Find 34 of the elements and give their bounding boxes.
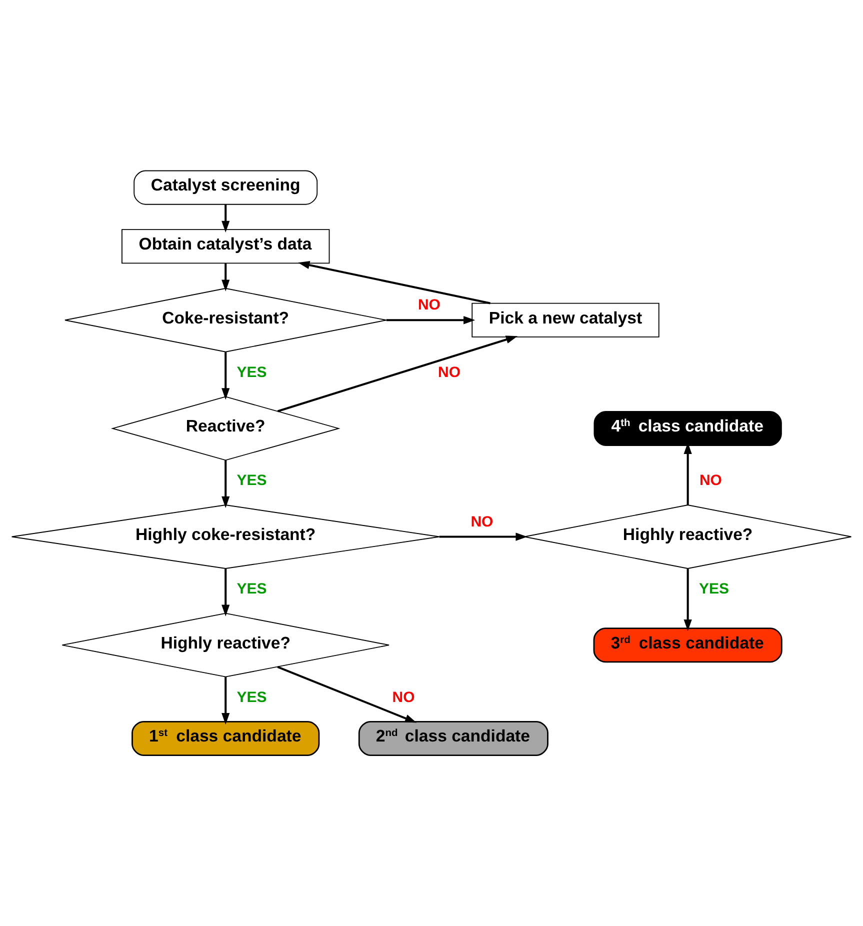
node-box: 1$^{st}$ class candidate (132, 720, 320, 756)
node-box: Catalyst screening (134, 170, 318, 205)
node-box: 4$^{th}$ class candidate (594, 410, 782, 446)
edge-label: NO (470, 513, 494, 530)
node-box: 3$^{rd}$ class candidate (593, 628, 782, 663)
edge-label: YES (236, 364, 267, 381)
arrow (222, 204, 230, 233)
arrow (222, 677, 230, 725)
arrow (298, 261, 490, 304)
edge-label: NO (392, 688, 415, 706)
arrow (222, 460, 230, 508)
edge-label: NO (438, 364, 460, 381)
arrow (222, 263, 230, 292)
arrow (439, 532, 528, 541)
arrow (277, 666, 417, 723)
node-box: 2$^{nd}$ class candidate (358, 720, 548, 756)
node-diamond: Highly reactive? (62, 612, 390, 678)
node-diamond: Reactive? (110, 396, 340, 461)
arrow (222, 352, 230, 400)
edge-label: YES (236, 580, 267, 598)
edge-label: NO (699, 472, 722, 490)
node-box: Pick a new catalyst (472, 302, 660, 338)
arrow (684, 568, 692, 632)
node-diamond: Highly coke-resistant? (11, 504, 440, 569)
edge-label: YES (236, 472, 267, 490)
arrow (277, 336, 518, 412)
node-box: Obtain catalyst’s data (122, 229, 330, 264)
edge-label: NO (418, 296, 440, 314)
node-diamond: Highly reactive? (524, 504, 852, 569)
arrow (222, 568, 230, 616)
node-diamond: Coke-resistant? (64, 288, 387, 352)
edge-label: YES (236, 688, 267, 706)
arrow (386, 316, 476, 324)
edge-label: YES (699, 580, 729, 598)
